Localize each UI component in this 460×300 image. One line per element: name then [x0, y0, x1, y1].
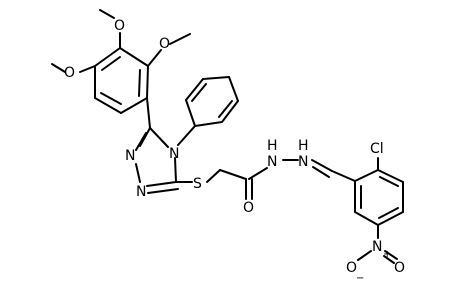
atom-nitrogen-amide: N	[267, 154, 277, 170]
bond	[202, 76, 230, 80]
atom-nitrogen-triazole-right: N	[169, 146, 179, 162]
bond	[218, 100, 233, 118]
atom-nitrogen-triazole-left-bottom: N	[136, 184, 146, 200]
bond	[119, 47, 149, 67]
bond	[177, 125, 196, 146]
bond	[378, 207, 399, 219]
bond	[331, 170, 356, 182]
bond	[146, 65, 149, 99]
bond	[377, 211, 404, 226]
bond	[51, 63, 66, 73]
atom-hydrogen-hydrazone: H	[298, 138, 309, 154]
bond	[185, 99, 196, 127]
atom-oxygen-methoxy-right: O	[159, 36, 170, 52]
bond	[206, 169, 221, 183]
bond	[135, 132, 147, 151]
atom-oxygen-carbonyl: O	[243, 200, 254, 216]
atom-nitrogen-triazole-left-top: N	[125, 148, 135, 164]
bond	[248, 167, 268, 180]
atom-oxygen-nitro-left: O	[346, 260, 357, 276]
bond	[379, 176, 399, 187]
charge-nitro-nitrogen: +	[383, 249, 391, 260]
bond	[139, 127, 151, 147]
atom-labels: O O O N N N S O H N N H Cl N + O − O	[64, 18, 405, 284]
bond	[185, 78, 204, 101]
bond	[221, 100, 239, 123]
bond	[138, 69, 141, 97]
bond	[149, 127, 169, 148]
bond	[135, 163, 141, 183]
bond	[94, 97, 122, 114]
bond	[311, 159, 333, 172]
bond	[354, 211, 379, 226]
atom-nitrogen-hydrazone: N	[298, 154, 308, 170]
charge-nitro-oxygen: −	[356, 273, 364, 284]
bond	[228, 76, 239, 102]
bond	[219, 169, 247, 180]
atom-oxygen-methoxy-left: O	[64, 65, 75, 81]
atom-nitrogen-nitro: N	[372, 239, 382, 255]
bond	[146, 97, 151, 129]
bond	[99, 9, 115, 19]
atom-hydrogen-amide: H	[267, 138, 278, 154]
bond	[191, 83, 207, 102]
bond	[101, 56, 121, 71]
bond	[354, 169, 379, 182]
bond	[169, 33, 191, 45]
bond	[94, 47, 121, 67]
bonds	[51, 9, 404, 264]
atom-chlorine: Cl	[370, 141, 384, 157]
bond	[174, 157, 177, 183]
bond	[147, 49, 162, 67]
bond	[384, 250, 398, 260]
bond	[377, 169, 404, 183]
atom-oxygen-methoxy-top: O	[114, 18, 125, 34]
bond	[383, 255, 395, 264]
bond	[146, 181, 177, 187]
atom-oxygen-nitro-right: O	[394, 260, 405, 276]
bond	[312, 166, 330, 178]
bond	[147, 188, 179, 194]
atom-sulfur-thioether: S	[193, 176, 202, 192]
bond	[357, 250, 372, 261]
bond	[194, 121, 223, 127]
bond	[120, 97, 148, 114]
bond	[100, 92, 122, 105]
bond	[79, 65, 96, 73]
